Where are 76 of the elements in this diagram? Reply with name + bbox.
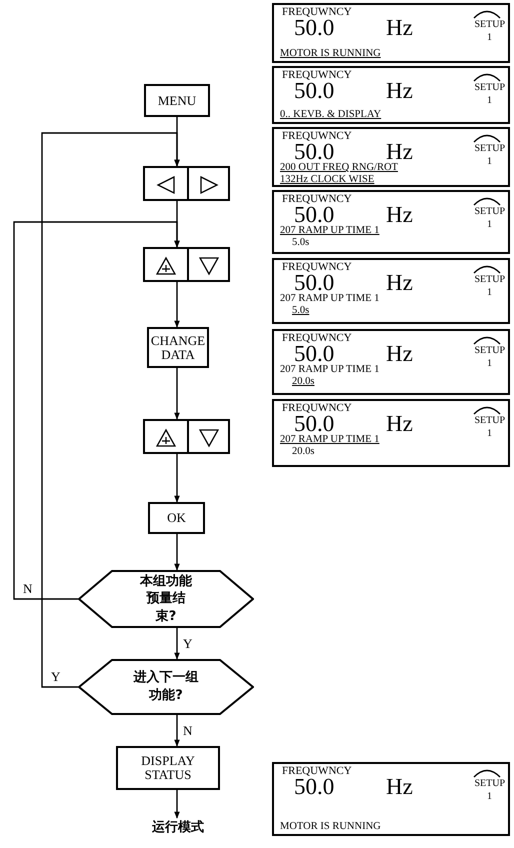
unit-label: Hz (386, 341, 413, 367)
status-text: 200 OUT FREQ RNG/ROT (280, 162, 398, 173)
setup-number: 1 (487, 156, 492, 167)
decision-text: 本组功能预量结束? (138, 572, 193, 626)
status-text: 5.0s (292, 304, 310, 316)
edge-label: N (182, 724, 194, 736)
status-text: 132Hz CLOCK WISE (280, 174, 374, 184)
status-text: MOTOR IS RUNNING (280, 48, 381, 59)
parameter-heading: FREQUWNCY (282, 69, 352, 81)
status-text: 20.0s (292, 446, 314, 456)
unit-label: Hz (386, 139, 413, 164)
decision-text: 进入下一组功能? (132, 669, 200, 705)
edge-label: N (22, 582, 34, 595)
setup-label: SETUP (474, 345, 505, 356)
arrow (41, 132, 180, 688)
process-box: CHANGE DATA (147, 327, 209, 368)
setup-number: 1 (487, 95, 492, 106)
setup-number: 1 (487, 358, 492, 369)
display-panel (272, 127, 510, 187)
end-text: 运行模式 (130, 818, 226, 838)
status-text: 0.. KEVB. & DISPLAY (280, 109, 382, 120)
key-pair-box (143, 247, 230, 282)
setup-number: 1 (487, 428, 492, 439)
display-panel (272, 762, 510, 836)
setup-label: SETUP (474, 206, 505, 217)
setup-number: 1 (487, 32, 492, 43)
setup-label: SETUP (474, 778, 505, 789)
display-panel (272, 3, 510, 63)
unit-label: Hz (386, 411, 413, 437)
parameter-heading: FREQUWNCY (282, 332, 352, 344)
arrow (174, 368, 180, 420)
edge-label: Y (182, 636, 194, 650)
status-text: 207 RAMP UP TIME 1 (280, 364, 380, 375)
unit-label: Hz (386, 15, 413, 41)
display-panel (272, 258, 510, 324)
display-panel (272, 329, 510, 395)
parameter-heading: FREQUWNCY (282, 765, 352, 777)
setup-label: SETUP (474, 19, 505, 30)
unit-label: Hz (386, 774, 413, 800)
display-panel (272, 399, 510, 467)
status-text: 5.0s (292, 236, 310, 248)
parameter-heading: FREQUWNCY (282, 193, 352, 205)
status-text: 20.0s (292, 376, 314, 386)
display-panel (272, 190, 510, 254)
arrow (174, 454, 180, 503)
arrow (174, 715, 180, 747)
parameter-heading: FREQUWNCY (282, 6, 352, 18)
setup-label: SETUP (474, 415, 505, 426)
setup-number: 1 (487, 219, 492, 230)
setup-label: SETUP (474, 143, 505, 154)
key-pair-box (143, 166, 230, 201)
unit-label: Hz (386, 270, 413, 296)
key-pair-box (143, 419, 230, 454)
process-box: DISPLAY STATUS (116, 746, 220, 790)
setup-number: 1 (487, 287, 492, 298)
process-box: MENU (144, 84, 210, 117)
unit-label: Hz (386, 202, 413, 228)
unit-label: Hz (386, 78, 413, 104)
parameter-heading: FREQUWNCY (282, 261, 352, 273)
arrow (13, 221, 180, 600)
parameter-heading: FREQUWNCY (282, 130, 352, 142)
setup-label: SETUP (474, 82, 505, 93)
status-text: 207 RAMP UP TIME 1 (280, 434, 380, 445)
status-text: 207 RAMP UP TIME 1 (280, 225, 380, 236)
parameter-heading: FREQUWNCY (282, 402, 352, 414)
setup-label: SETUP (474, 274, 505, 285)
setup-number: 1 (487, 791, 492, 802)
arrow (174, 282, 180, 328)
status-text: 207 RAMP UP TIME 1 (280, 293, 380, 304)
arrow (174, 628, 180, 660)
status-text: MOTOR IS RUNNING (280, 821, 381, 832)
arrow (174, 534, 180, 571)
edge-label: Y (50, 670, 62, 683)
display-panel (272, 66, 510, 124)
process-box: OK (148, 502, 205, 534)
arrow (174, 790, 180, 819)
